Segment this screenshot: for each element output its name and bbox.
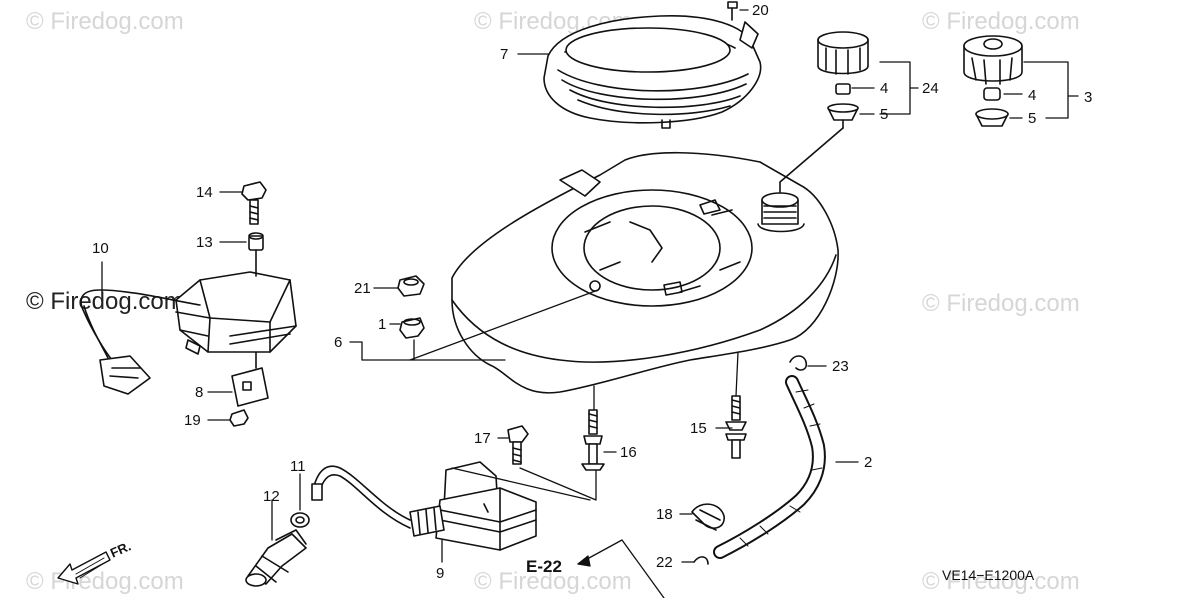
callout-5-right: 5 (1028, 110, 1037, 127)
bolt-14 (241, 181, 267, 225)
ring-11 (290, 512, 310, 528)
callout-20: 20 (752, 2, 769, 19)
fan-cover-shroud (451, 151, 839, 394)
callout-16: 16 (620, 444, 637, 461)
callout-11: 11 (290, 458, 306, 475)
nut-21 (397, 275, 425, 297)
reference-e22: E-22 (526, 557, 562, 576)
callout-8: 8 (195, 384, 204, 401)
callout-10: 10 (92, 240, 109, 257)
callout-7: 7 (500, 46, 509, 63)
collar-13 (248, 232, 264, 277)
callout-23: 23 (832, 358, 849, 375)
leader-filler-to-cap (779, 127, 844, 193)
callout-9: 9 (436, 565, 445, 582)
nut-19 (229, 409, 249, 427)
fuel-cap-24 (817, 31, 869, 129)
clip-23 (789, 355, 808, 371)
callout-18: 18 (656, 506, 673, 523)
leader-lines (101, 9, 1079, 598)
callout-12: 12 (263, 488, 280, 505)
front-direction-arrow (57, 551, 111, 585)
callout-1: 1 (378, 316, 387, 333)
fuel-cap-3 (963, 35, 1023, 127)
callout-19: 19 (184, 412, 201, 429)
callout-5-left: 5 (880, 106, 889, 123)
watermark-bottom-left: © Firedog.com (26, 568, 184, 595)
watermark-top-left: © Firedog.com (26, 8, 184, 35)
bolt-17 (507, 425, 529, 465)
recoil-starter-cover (543, 14, 762, 129)
callout-24: 24 (922, 80, 939, 97)
callout-3: 3 (1084, 89, 1093, 106)
watermark-top-right: © Firedog.com (922, 8, 1080, 35)
bracket-8 (231, 351, 269, 407)
stud-15 (725, 395, 747, 459)
diagram-code: VE14−E1200A (942, 567, 1035, 583)
clip-22 (693, 556, 709, 565)
stud-16 (581, 409, 605, 471)
callout-14: 14 (196, 184, 213, 201)
callout-2: 2 (864, 454, 873, 471)
callout-13: 13 (196, 234, 213, 251)
watermark-mid-right: © Firedog.com (922, 290, 1080, 317)
bolt-20 (727, 1, 738, 21)
callout-4-left: 4 (880, 80, 889, 97)
callout-21: 21 (354, 280, 371, 297)
grommet-1 (399, 317, 425, 339)
plug-boot-12 (245, 529, 307, 587)
watermark-bottom-right: © Firedog.com (922, 568, 1080, 595)
watermark-bottom-center: © Firedog.com (474, 568, 632, 595)
fuel-tube-2 (713, 375, 826, 559)
ignition-coil-9 (311, 461, 537, 551)
callout-15: 15 (690, 420, 707, 437)
clamp-18 (691, 503, 725, 531)
watermark-mid-left: © Firedog.com (26, 288, 184, 315)
callout-6: 6 (334, 334, 343, 351)
callout-4-right: 4 (1028, 87, 1037, 104)
callout-22: 22 (656, 554, 673, 571)
callout-17: 17 (474, 430, 491, 447)
ignition-coil-10 (80, 271, 297, 395)
